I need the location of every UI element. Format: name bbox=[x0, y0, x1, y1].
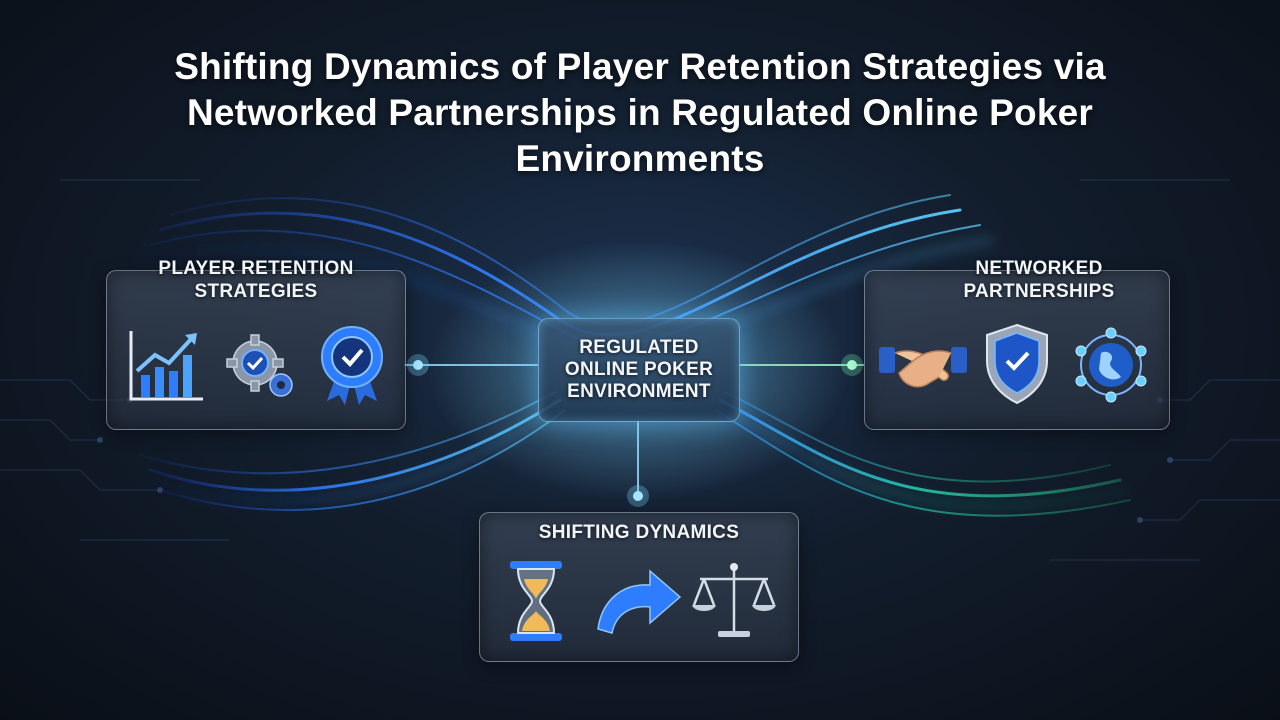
gears-check-icon bbox=[226, 334, 293, 397]
balance-scale-icon bbox=[692, 563, 776, 637]
award-badge-icon bbox=[321, 326, 383, 405]
node-player-retention: PLAYER RETENTION STRATEGIES bbox=[106, 258, 406, 430]
node-label: PLAYER RETENTION STRATEGIES bbox=[158, 258, 354, 302]
node-label: NETWORKED PARTNERSHIPS bbox=[963, 258, 1115, 302]
node-label: REGULATED ONLINE POKER ENVIRONMENT bbox=[564, 337, 714, 402]
security-shield-icon bbox=[986, 323, 1048, 405]
node-shifting-dynamics: SHIFTING DYNAMICS bbox=[479, 512, 799, 662]
handshake-icon bbox=[879, 347, 967, 388]
node-networked-partnerships: NETWORKED PARTNERSHIPS bbox=[864, 258, 1170, 430]
node-label: SHIFTING DYNAMICS bbox=[538, 522, 740, 543]
hourglass-icon bbox=[510, 561, 562, 641]
node-regulated-environment: REGULATED ONLINE POKER ENVIRONMENT bbox=[538, 318, 740, 422]
curved-arrow-icon bbox=[597, 569, 682, 634]
page-title: Shifting Dynamics of Player Retention St… bbox=[174, 46, 1106, 179]
globe-network-icon bbox=[1075, 327, 1147, 403]
growth-chart-icon bbox=[129, 331, 203, 401]
